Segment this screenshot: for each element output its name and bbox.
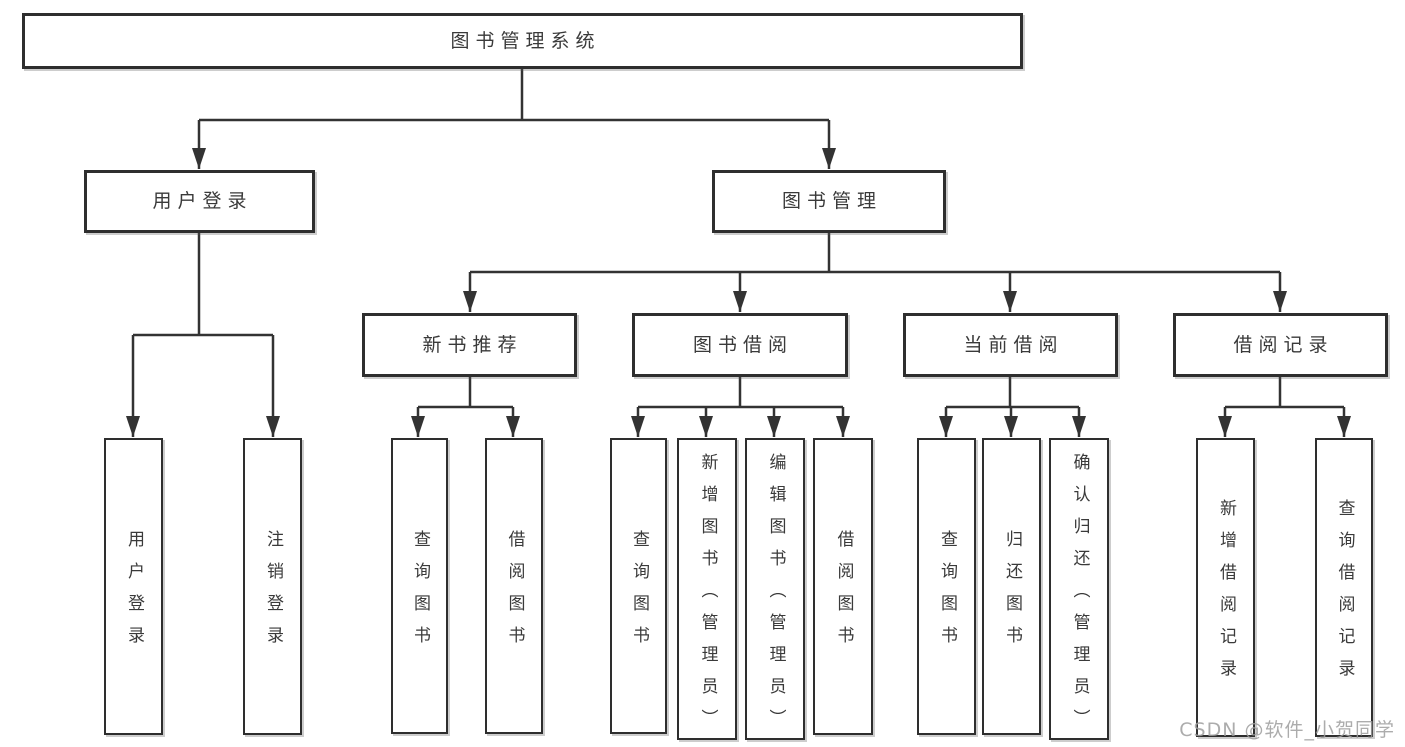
node-label: 用户登录	[152, 190, 253, 212]
leaf-query-books-current: 查询图书	[917, 438, 976, 735]
node-label: 查询借阅记录	[1334, 499, 1355, 691]
node-label: 注销登录	[263, 530, 283, 658]
node-book-management: 图书管理	[712, 170, 946, 233]
leaf-query-books-borrow: 查询图书	[610, 438, 667, 734]
node-label: 借阅图书	[504, 529, 525, 658]
leaf-borrow-books-recommend: 借阅图书	[485, 438, 543, 734]
node-label: 归还图书	[1002, 530, 1022, 658]
node-label: 编辑图书（管理员）	[765, 452, 786, 741]
leaf-borrow-books: 借阅图书	[813, 438, 873, 735]
leaf-edit-book-admin: 编辑图书（管理员）	[745, 438, 805, 741]
node-label: 图书管理	[781, 190, 882, 212]
node-current-borrowing: 当前借阅	[903, 313, 1118, 377]
node-label: 当前借阅	[963, 333, 1064, 356]
node-label: 新增借阅记录	[1216, 499, 1236, 691]
node-label: 新书推荐	[422, 333, 523, 356]
node-label: 图书管理系统	[450, 29, 601, 52]
node-label: 确认归还（管理员）	[1069, 452, 1090, 741]
node-label: 借阅记录	[1233, 333, 1334, 356]
node-new-book-recommendation: 新书推荐	[362, 313, 577, 377]
leaf-user-login: 用户登录	[104, 438, 163, 735]
node-library-management-system: 图书管理系统	[22, 13, 1023, 69]
node-book-borrowing: 图书借阅	[632, 313, 848, 377]
node-label: 查询图书	[937, 530, 957, 658]
leaf-query-borrow-record: 查询借阅记录	[1315, 438, 1373, 737]
node-user-login: 用户登录	[84, 170, 315, 233]
node-label: 图书借阅	[692, 333, 793, 356]
leaf-confirm-return-admin: 确认归还（管理员）	[1049, 438, 1109, 741]
node-label: 用户登录	[124, 530, 144, 658]
node-label: 新增图书（管理员）	[697, 452, 718, 741]
leaf-logout: 注销登录	[243, 438, 302, 735]
leaf-add-borrow-record: 新增借阅记录	[1196, 438, 1255, 737]
node-label: 借阅图书	[833, 530, 854, 658]
node-label: 查询图书	[629, 529, 649, 658]
leaf-add-book-admin: 新增图书（管理员）	[677, 438, 737, 741]
leaf-return-books: 归还图书	[982, 438, 1041, 735]
leaf-query-books-recommend: 查询图书	[391, 438, 448, 734]
node-label: 查询图书	[410, 529, 430, 658]
node-borrowing-records: 借阅记录	[1173, 313, 1388, 377]
